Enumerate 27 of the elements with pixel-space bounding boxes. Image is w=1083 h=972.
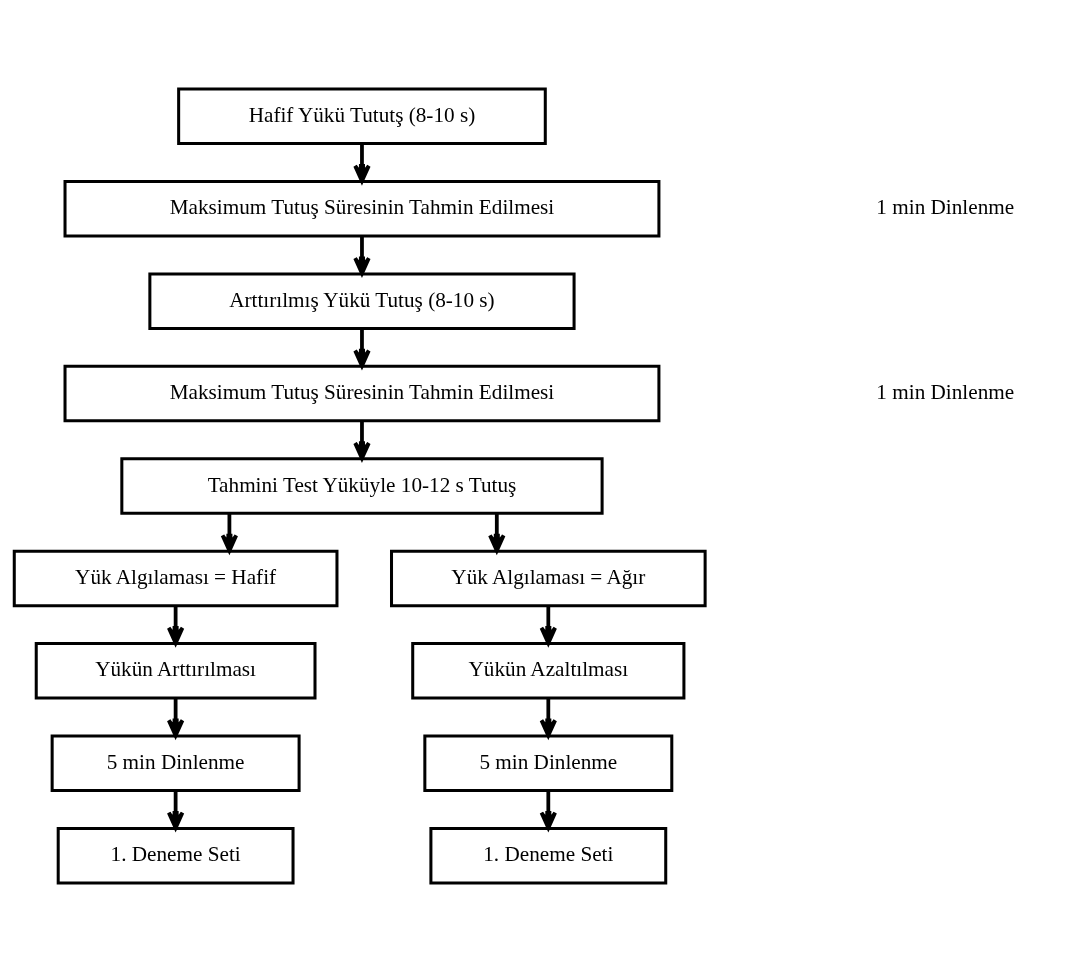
node-box: Maksimum Tutuş Süresinin Tahmin Edilmesi: [63, 179, 661, 238]
node-box: 1. Deneme Seti: [56, 826, 295, 885]
arrow: [166, 791, 185, 830]
node-box: Yük Algılaması = Hafif: [12, 549, 339, 608]
label: 1 min Dinlenme: [876, 380, 1015, 405]
arrow: [166, 698, 185, 738]
node-box: 1. Deneme Seti: [429, 826, 668, 885]
arrow: [539, 698, 558, 738]
arrow: [353, 144, 371, 183]
node-box: Maksimum Tutuş Süresinin Tahmin Edilmesi: [63, 364, 661, 423]
node-box: 5 min Dinlenme: [423, 734, 674, 793]
node-box: Tahmini Test Yüküyle 10-12 s Tutuş: [120, 457, 604, 515]
arrow: [353, 236, 371, 276]
node-box: 5 min Dinlenme: [50, 734, 301, 793]
arrow: [488, 513, 506, 553]
arrow: [353, 328, 371, 368]
arrow: [539, 606, 558, 645]
arrow: [220, 513, 239, 553]
label: 1 min Dinlenme: [876, 195, 1015, 220]
node-box: Hafif Yükü Tututş (8-10 s): [177, 87, 547, 146]
node-box: Yükün Arttırılması: [34, 642, 317, 700]
arrow: [353, 421, 371, 461]
arrow: [539, 791, 558, 830]
node-box: Arttırılmış Yükü Tutuş (8-10 s): [148, 272, 576, 330]
node-box: Yük Algılaması = Ağır: [390, 549, 707, 608]
arrow: [166, 606, 185, 645]
node-box: Yükün Azaltılması: [411, 642, 686, 700]
